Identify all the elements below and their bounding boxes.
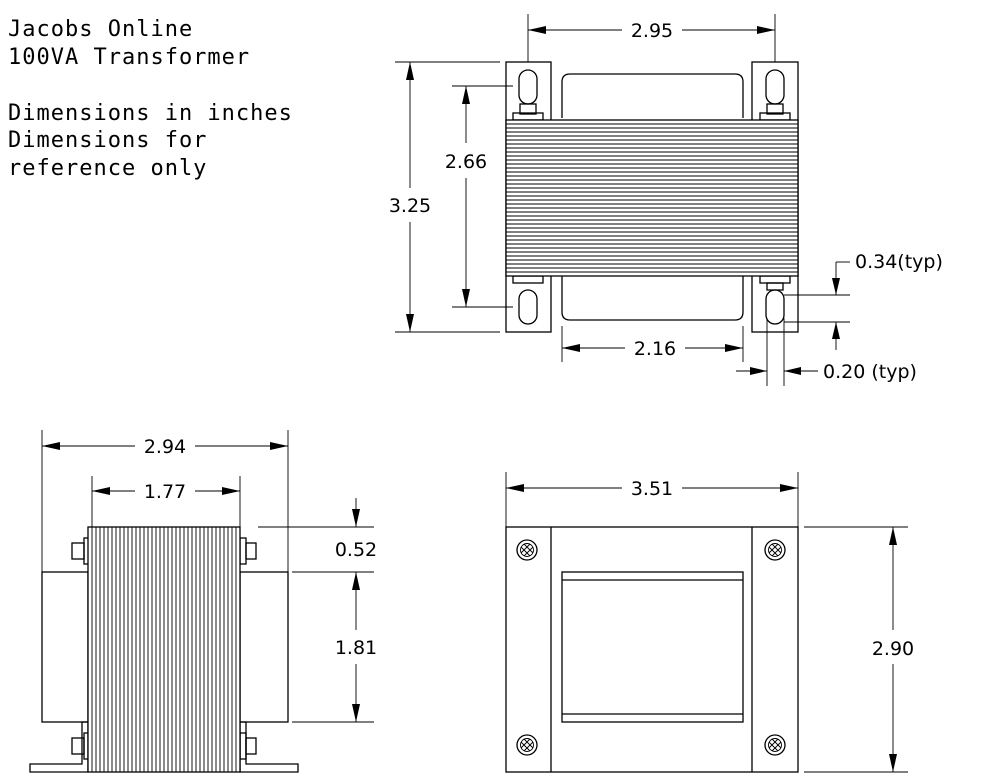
dim-side-core-width: 1.77 — [144, 481, 186, 503]
top-core-stack — [505, 119, 799, 277]
screw-icon — [516, 539, 538, 561]
slot-bottom-right — [765, 289, 785, 325]
front-window — [561, 571, 744, 723]
note-line-3: reference only — [8, 156, 208, 181]
dim-top-height: 3.25 — [389, 195, 431, 217]
dim-front-height: 2.90 — [872, 638, 914, 660]
slot-bottom-left — [518, 289, 538, 325]
slot-top-left — [518, 69, 538, 105]
dim-side-width: 2.94 — [144, 436, 186, 458]
top-view — [505, 61, 799, 333]
front-frame — [505, 526, 799, 773]
dim-side-window: 1.81 — [335, 637, 377, 659]
title-line-1: Jacobs Online — [8, 17, 194, 42]
screw-icon — [764, 539, 786, 561]
dim-slot-spacing: 2.66 — [445, 151, 487, 173]
top-dimensions: 2.95 3.25 2.66 2.16 0.34(typ) — [389, 14, 943, 386]
note-line-2: Dimensions for — [8, 128, 208, 153]
side-dimensions: 2.94 1.77 0.52 1.81 — [41, 430, 377, 723]
dim-slot-length: 0.34(typ) — [855, 251, 943, 273]
dim-window-width: 2.16 — [634, 338, 676, 360]
dim-top-width: 2.95 — [631, 20, 673, 42]
slot-top-right — [765, 69, 785, 105]
note-line-1: Dimensions in inches — [8, 101, 293, 126]
side-view — [29, 526, 299, 773]
front-view — [505, 526, 799, 773]
screw-icon — [516, 734, 538, 756]
title-line-2: 100VA Transformer — [8, 45, 251, 70]
screw-icon — [764, 734, 786, 756]
dim-side-foot: 0.52 — [335, 539, 377, 561]
front-dimensions: 3.51 2.90 — [505, 472, 914, 773]
dim-slot-width: 0.20 (typ) — [823, 361, 917, 383]
dim-front-width: 3.51 — [631, 478, 673, 500]
